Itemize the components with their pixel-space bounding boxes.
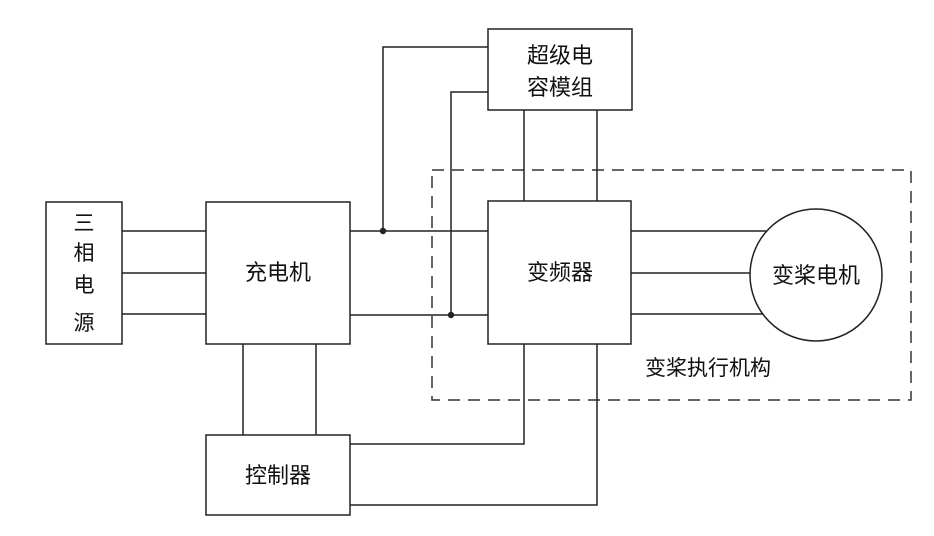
dc-bus-wires [350,231,488,315]
power-label-char3: 电 [74,273,95,297]
inverter-to-motor-wires [631,231,766,314]
junction-dot [448,312,454,318]
motor-block: 变桨电机 [750,209,882,341]
power-to-charger-wires [122,231,206,314]
charger-label: 充电机 [245,261,311,286]
bus-to-supercap-wires [383,47,488,315]
actuator-region-label: 变桨执行机构 [645,356,771,380]
inverter-label: 变频器 [527,261,593,286]
inverter-block: 变频器 [488,201,631,344]
supercap-label-line2: 容模组 [527,76,593,101]
power-source-block: 三 相 电 源 [46,202,122,344]
supercap-label-line1: 超级电 [527,44,593,69]
supercap-block: 超级电 容模组 [488,29,632,110]
controller-label: 控制器 [245,464,311,489]
junction-dot [380,228,386,234]
charger-block: 充电机 [206,202,350,344]
power-label-char4: 源 [74,311,95,335]
inverter-to-controller-wires [350,344,597,505]
power-label-char2: 相 [74,241,95,265]
motor-label: 变桨电机 [772,264,860,289]
controller-block: 控制器 [206,435,350,515]
power-label-char1: 三 [74,211,95,235]
supercap-to-inverter-wires [524,110,597,201]
charger-to-controller-wires [243,344,316,435]
